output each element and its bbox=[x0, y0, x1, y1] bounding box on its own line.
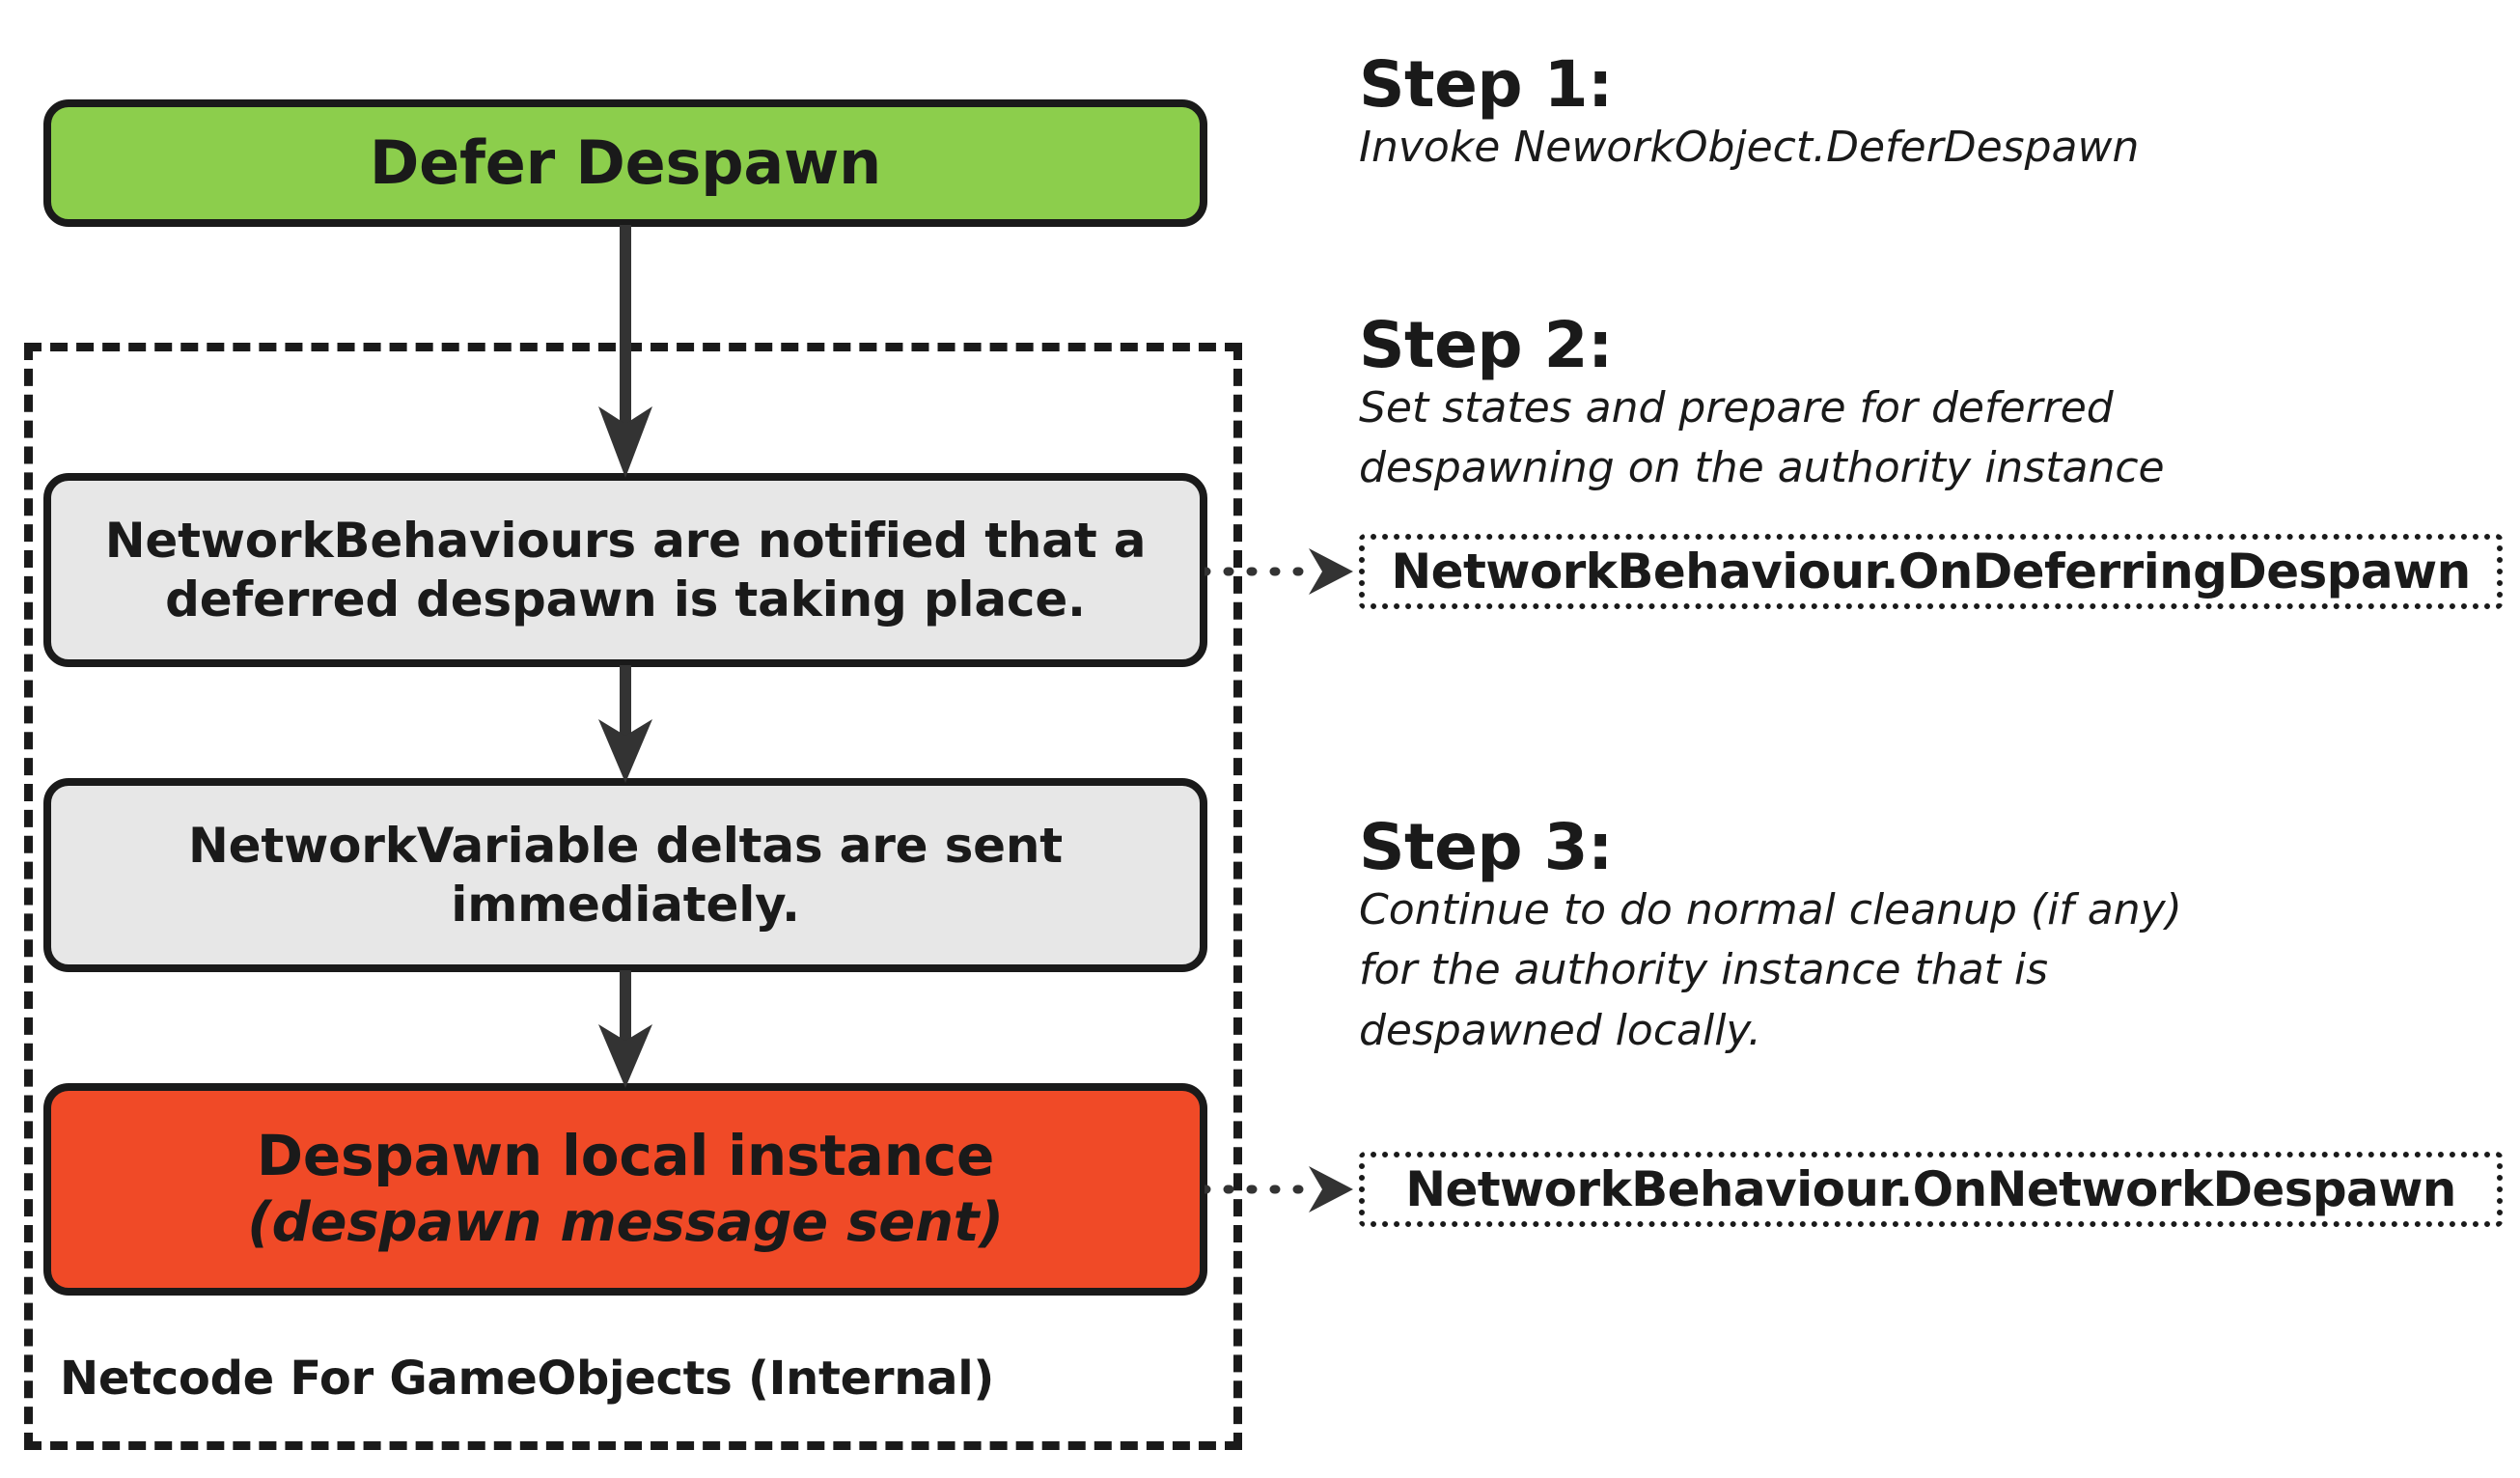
api-callout-on-deferring-despawn[interactable]: NetworkBehaviour.OnDeferringDespawn bbox=[1359, 534, 2503, 609]
step-2-desc-line-2: despawning on the authority instance bbox=[1359, 443, 2165, 493]
step-3-title: Step 3: bbox=[1359, 810, 1613, 884]
step-block-1: Step 1: Invoke NeworkObject.DeferDespawn bbox=[1359, 53, 2520, 171]
step-1-desc-line-1: Invoke NeworkObject.DeferDespawn bbox=[1359, 123, 2140, 172]
callout-connector-network-despawn bbox=[1205, 1166, 1353, 1213]
flow-arrow-down-2 bbox=[598, 665, 652, 783]
flow-node-defer-despawn[interactable]: Defer Despawn bbox=[43, 99, 1207, 227]
api-callout-on-deferring-despawn-label: NetworkBehaviour.OnDeferringDespawn bbox=[1391, 544, 2471, 600]
flow-node-notify-behaviours-line-2: deferred despawn is taking place. bbox=[165, 571, 1086, 627]
step-3-desc-line-2: for the authority instance that is bbox=[1359, 945, 2049, 995]
step-3-desc-line-3: despawned locally. bbox=[1359, 1005, 1762, 1055]
step-1-title: Step 1: bbox=[1359, 47, 1613, 122]
step-block-2: Step 2: Set states and prepare for defer… bbox=[1359, 314, 2520, 492]
step-2-desc-line-1: Set states and prepare for deferred bbox=[1359, 383, 2114, 432]
flow-arrow-down-1 bbox=[598, 225, 652, 478]
step-3-desc-line-1: Continue to do normal cleanup (if any) bbox=[1359, 885, 2182, 934]
step-block-3: Step 3: Continue to do normal cleanup (i… bbox=[1359, 816, 2520, 1054]
flow-node-networkvariable-deltas-line-1: NetworkVariable deltas are sent bbox=[188, 817, 1063, 874]
flow-node-despawn-local-instance[interactable]: Despawn local instance (despawn message … bbox=[43, 1083, 1207, 1296]
api-callout-on-network-despawn-label: NetworkBehaviour.OnNetworkDespawn bbox=[1405, 1161, 2456, 1217]
flow-node-defer-despawn-line-1: Defer Despawn bbox=[369, 127, 882, 199]
flow-arrow-down-3 bbox=[598, 970, 652, 1088]
flow-node-notify-behaviours-line-1: NetworkBehaviours are notified that a bbox=[104, 512, 1147, 569]
step-2-title: Step 2: bbox=[1359, 308, 1613, 382]
flow-node-networkvariable-deltas-line-2: immediately. bbox=[451, 876, 800, 933]
api-callout-on-network-despawn[interactable]: NetworkBehaviour.OnNetworkDespawn bbox=[1359, 1152, 2503, 1227]
steps-column: Step 1: Invoke NeworkObject.DeferDespawn… bbox=[1359, 0, 2520, 1478]
flow-node-despawn-local-instance-line-1: Despawn local instance bbox=[256, 1123, 995, 1189]
internal-boundary-label: Netcode For GameObjects (Internal) bbox=[60, 1352, 995, 1406]
flow-node-despawn-local-instance-subtitle: (despawn message sent) bbox=[247, 1191, 1004, 1255]
flow-node-notify-behaviours[interactable]: NetworkBehaviours are notified that a de… bbox=[43, 473, 1207, 667]
flow-node-networkvariable-deltas[interactable]: NetworkVariable deltas are sent immediat… bbox=[43, 778, 1207, 972]
callout-connector-deferring bbox=[1205, 548, 1353, 595]
